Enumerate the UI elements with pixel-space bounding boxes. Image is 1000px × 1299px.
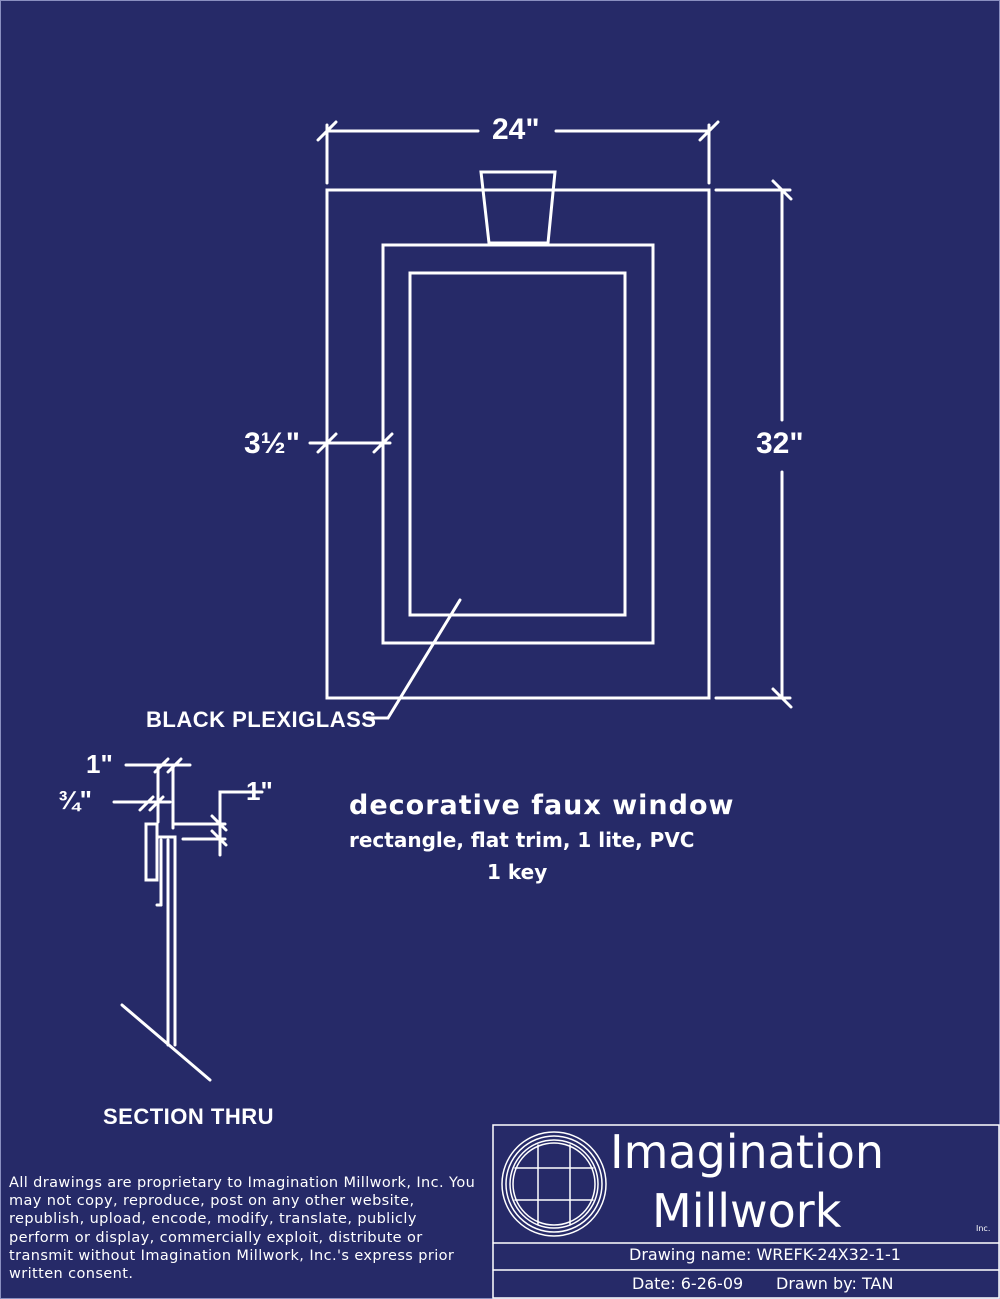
drawn-by-label: Drawn by: [776,1274,857,1293]
dimension-lines [308,120,793,720]
section-mid-dimension: ¾" [58,785,93,815]
company-logo-window-icon [501,1131,607,1237]
height-dimension: 32" [756,427,804,460]
drawing-name-label: Drawing name: [629,1245,752,1264]
drawn-by-row: Drawn by: TAN [776,1274,893,1293]
description-subtitle: rectangle, flat trim, 1 lite, PVC [349,828,695,852]
trim-frame [381,243,655,645]
company-name-line1: Imagination [610,1125,885,1179]
trim-dimension: 3½" [244,427,300,460]
section-detail [112,757,264,1082]
drawing-name-value: WREFK-24X32-1-1 [756,1245,901,1264]
keystone [479,170,557,245]
description-extra: 1 key [487,860,548,884]
company-name-line2: Millwork [652,1184,842,1238]
section-right-dimension: 1" [246,776,273,806]
section-top-dimension: 1" [86,749,113,779]
drawing-name-row: Drawing name: WREFK-24X32-1-1 [629,1245,901,1264]
company-suffix: Inc. [976,1224,991,1233]
drawn-by-value: TAN [861,1274,894,1293]
date-label: Date: [632,1274,676,1293]
width-dimension: 24" [492,113,540,146]
glass-pane [408,271,627,617]
section-label: SECTION THRU [103,1104,274,1129]
window-elevation [325,170,711,700]
glass-label: BLACK PLEXIGLASS [146,707,377,732]
title-block-frame [492,1124,1000,1299]
description-title: decorative faux window [349,790,735,821]
date-value: 6-26-09 [680,1274,744,1293]
date-row: Date: 6-26-09 [632,1274,743,1293]
copyright-disclaimer: All drawings are proprietary to Imaginat… [9,1175,476,1283]
